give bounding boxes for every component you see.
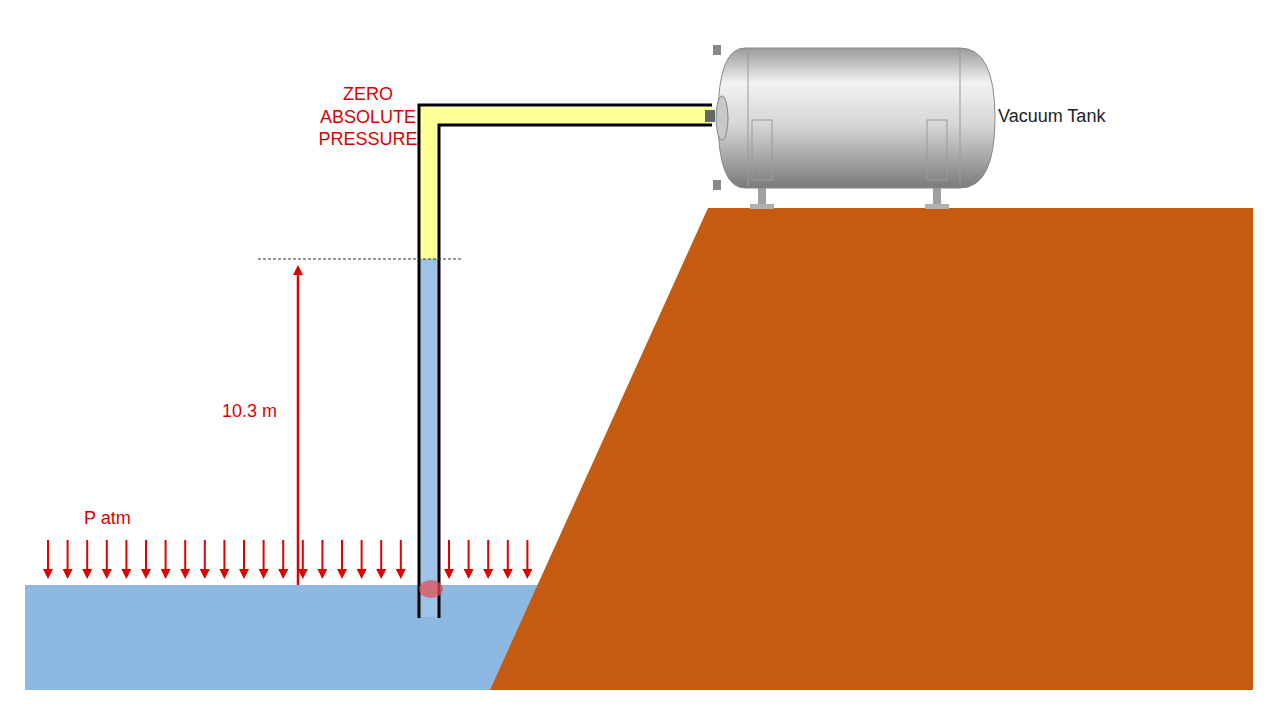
pressure-arrow <box>380 540 382 574</box>
pressure-arrow <box>86 540 88 574</box>
pressure-arrow <box>282 540 284 574</box>
pressure-arrow <box>321 540 323 574</box>
pressure-arrow <box>448 540 450 574</box>
part-name: Vacuum Tank <box>998 105 1105 128</box>
pressure-label: P atm <box>84 507 131 530</box>
pressure-arrow <box>263 540 265 574</box>
water-reservoir <box>25 585 545 690</box>
pressure-arrow <box>507 540 509 574</box>
callout-text: ZERO ABSOLUTE PRESSURE <box>313 83 423 151</box>
pressure-arrow <box>487 540 489 574</box>
dimension-label: 10.3 m <box>222 400 277 423</box>
pressure-arrow <box>223 540 225 574</box>
pressure-point <box>419 580 443 598</box>
pressure-arrow <box>341 540 343 574</box>
height-arrow <box>297 270 300 585</box>
pressure-arrow <box>243 540 245 574</box>
suction-pipe <box>419 105 715 618</box>
pressure-arrow <box>302 540 304 574</box>
pressure-arrow <box>400 540 402 574</box>
vacuum-tank <box>713 45 995 209</box>
water-level-line <box>258 259 462 260</box>
pressure-arrow <box>361 540 363 574</box>
pressure-arrow <box>165 540 167 574</box>
pressure-arrow <box>526 540 528 574</box>
pressure-arrow <box>145 540 147 574</box>
pressure-arrow <box>106 540 108 574</box>
atmospheric-arrows <box>48 540 527 574</box>
pressure-arrow <box>125 540 127 574</box>
pressure-arrow <box>67 540 69 574</box>
pressure-arrow <box>47 540 49 574</box>
pressure-arrow <box>184 540 186 574</box>
pressure-arrow <box>468 540 470 574</box>
earth-embankment <box>490 208 1253 690</box>
pressure-arrow <box>204 540 206 574</box>
